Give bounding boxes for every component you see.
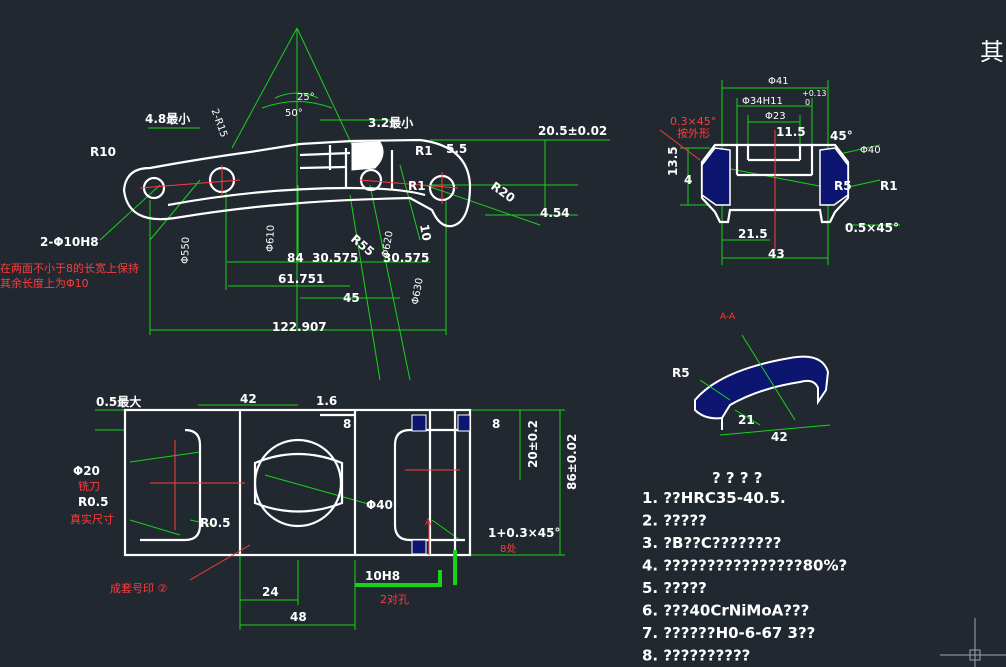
dim-11-5: 11.5 [776, 125, 806, 139]
note-red-1: 在两面不小于8的长宽上保持 [0, 261, 139, 275]
dim-dia-40: Φ40 [860, 145, 881, 156]
dim-42-aa: 42 [771, 430, 788, 444]
dim-tol-upper: +0.13 [802, 89, 827, 98]
dim-dia-34-h11: Φ34H11 [742, 96, 783, 107]
section-view [659, 80, 900, 265]
note-item: 2. ????? [642, 512, 707, 530]
note-item: 3. ?B??C???????? [642, 534, 782, 552]
dim-4: 4 [684, 173, 692, 187]
note-item: 7. ??????H0-6-67 3?? [642, 624, 815, 642]
dim-r1: R1 [415, 144, 433, 158]
dim-30-575-a: 30.575 [312, 251, 358, 265]
note-2-holes: 2对孔 [380, 592, 409, 606]
note-8-places: 8处 [500, 543, 516, 555]
note-item: 6. ???40CrNiMoA??? [642, 602, 809, 620]
dim-21-5: 21.5 [738, 227, 768, 241]
dim-10: 10 [417, 223, 434, 242]
note-milling: 铣刀 [78, 479, 100, 493]
dim-0-5-max: 0.5最大 [96, 394, 141, 409]
note-red-2: 其余长度上为Φ10 [0, 276, 89, 290]
angle-50: 50° [285, 108, 303, 119]
dim-tol-lower: 0 [805, 98, 810, 107]
dim-r10: R10 [90, 145, 116, 159]
label-a-mark: A [425, 518, 432, 528]
dim-dia-20: Φ20 [73, 464, 100, 478]
ucs-icon [940, 618, 1006, 667]
dim-42-plan: 42 [240, 392, 257, 406]
dim-48: 48 [290, 610, 307, 624]
dim-20-5: 20.5±0.02 [538, 124, 607, 138]
corner-heading: 其 [980, 38, 1004, 66]
dim-dia-41: Φ41 [768, 76, 789, 87]
dim-r1-sec: R1 [880, 179, 898, 193]
dim-20-0-2: 20±0.2 [526, 420, 540, 468]
dim-1-0-3-45: 1+0.3×45° [488, 526, 560, 540]
dim-angle-45: 45° [830, 129, 853, 143]
note-outer-shape: 按外形 [677, 126, 710, 140]
dim-43: 43 [768, 247, 785, 261]
dim-r1-b: R1 [408, 179, 426, 193]
label-a-a: A-A [720, 312, 736, 322]
dim-24: 24 [262, 585, 279, 599]
dim-4-54: 4.54 [540, 206, 570, 220]
side-view [99, 27, 610, 381]
dim-r5: R5 [834, 179, 852, 193]
notes-title: ? ? ? ? [712, 469, 762, 487]
dim-122-907: 122.907 [272, 320, 327, 334]
plan-view [95, 404, 565, 630]
note-chamfer-red: 0.3×45° [670, 115, 716, 128]
dim-r0-5-a: R0.5 [78, 495, 109, 509]
dim-86-tol: 86±0.02 [565, 434, 579, 490]
dim-2-holes: 2-Φ10H8 [40, 235, 99, 249]
note-true-size: 真实尺寸 [70, 512, 114, 526]
note-item: 4. ????????????????80%? [642, 557, 847, 575]
dim-8-right: 8 [492, 417, 500, 431]
dim-84: 84 [287, 251, 304, 265]
dim-dia-620: Φ620 [380, 230, 396, 258]
dim-45: 45 [343, 291, 360, 305]
dim-dia-550: Φ550 [180, 237, 192, 264]
dim-3-2-min: 3.2最小 [368, 115, 413, 130]
dim-8-small: 8 [343, 417, 351, 431]
dim-10h8: 10H8 [365, 569, 400, 583]
dim-r20: R20 [488, 179, 517, 205]
note-mark: 成套号印 ② [110, 582, 167, 595]
dim-dia-630: Φ630 [410, 277, 426, 305]
dim-30-575-b: 30.575 [383, 251, 429, 265]
dim-1-6: 1.6 [316, 394, 337, 408]
dim-2-r15: 2-R15 [208, 107, 228, 139]
section-a-a [694, 334, 831, 436]
dim-61-751: 61.751 [278, 272, 324, 286]
dim-dia-610: Φ610 [265, 225, 277, 252]
dim-r0-5-b: R0.5 [200, 516, 231, 530]
dim-21: 21 [738, 413, 755, 427]
dim-4-8-min: 4.8最小 [145, 111, 190, 126]
dim-13-5: 13.5 [666, 146, 680, 176]
note-item: 5. ????? [642, 579, 707, 597]
dim-dia-40-plan: Φ40 [366, 498, 393, 512]
dim-5-5: 5.5 [446, 142, 467, 156]
dim-dia-23: Φ23 [765, 111, 786, 122]
dim-0-5-45: 0.5×45° [845, 221, 899, 235]
note-item: 8. ?????????? [642, 647, 750, 665]
dim-r5-aa: R5 [672, 366, 690, 380]
technical-notes: 1. ??HRC35-40.5. 2. ????? 3. ?B??C????????… [642, 489, 847, 665]
angle-25: 25° [297, 92, 315, 103]
note-item: 1. ??HRC35-40.5. [642, 489, 786, 507]
